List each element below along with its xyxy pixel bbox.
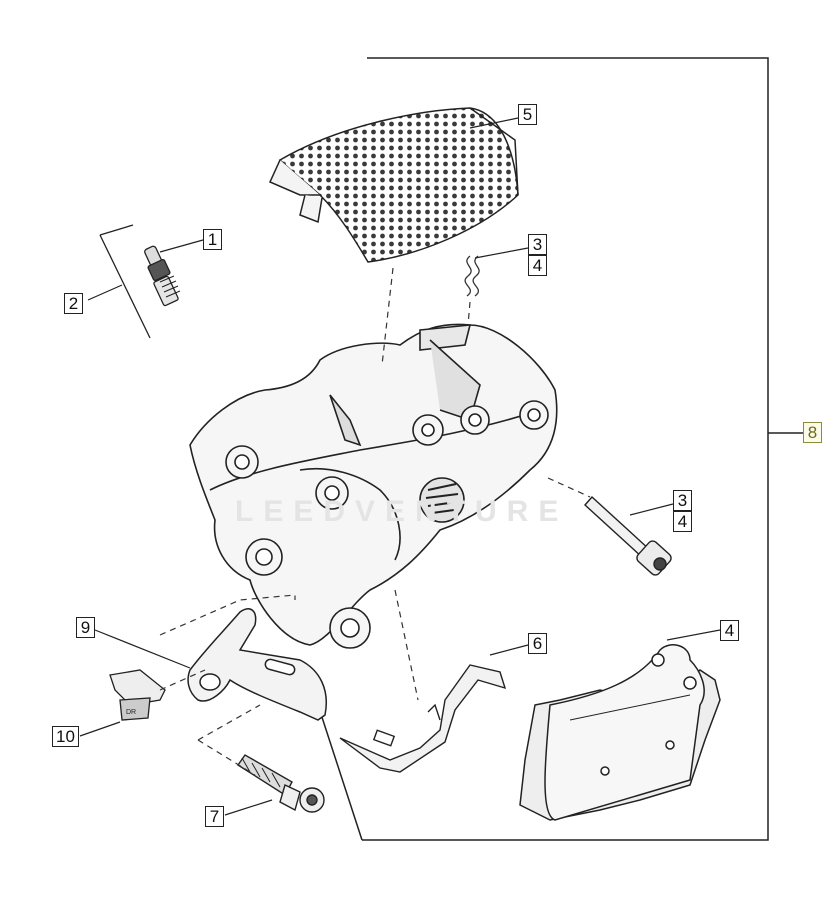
callout-3-pin: 3 <box>673 490 692 511</box>
watermark-text: LEEDVENTURE <box>235 495 569 528</box>
callout-7: 7 <box>205 806 224 827</box>
svg-text:DR: DR <box>126 709 136 716</box>
callout-6: 6 <box>528 633 547 654</box>
callout-leader-lines <box>79 117 721 816</box>
callout-3-clip: 3 <box>528 234 547 255</box>
callout-4-pads: 4 <box>720 620 739 641</box>
mounting-bracket <box>187 608 327 721</box>
brake-pads <box>519 644 721 821</box>
bleeder-screw <box>99 224 181 339</box>
brake-caliper-body <box>189 323 558 649</box>
callout-10: 10 <box>52 726 79 747</box>
bracket-clip: DR <box>109 669 166 721</box>
kit-bracket-lines <box>317 57 805 841</box>
pad-spring <box>339 664 507 773</box>
mounting-bolt <box>237 754 325 813</box>
assembly-dashed-lines <box>159 267 591 776</box>
pad-pin-bolt <box>584 496 672 576</box>
callout-8-kit: 8 <box>803 422 822 443</box>
callout-9: 9 <box>76 617 95 638</box>
retaining-clip <box>464 255 480 297</box>
caliper-mesh-cover <box>269 107 519 263</box>
callout-4-pin: 4 <box>673 511 692 532</box>
callout-2: 2 <box>64 293 83 314</box>
callout-4-clip: 4 <box>528 255 547 276</box>
callout-1: 1 <box>203 229 222 250</box>
callout-5: 5 <box>518 104 537 125</box>
